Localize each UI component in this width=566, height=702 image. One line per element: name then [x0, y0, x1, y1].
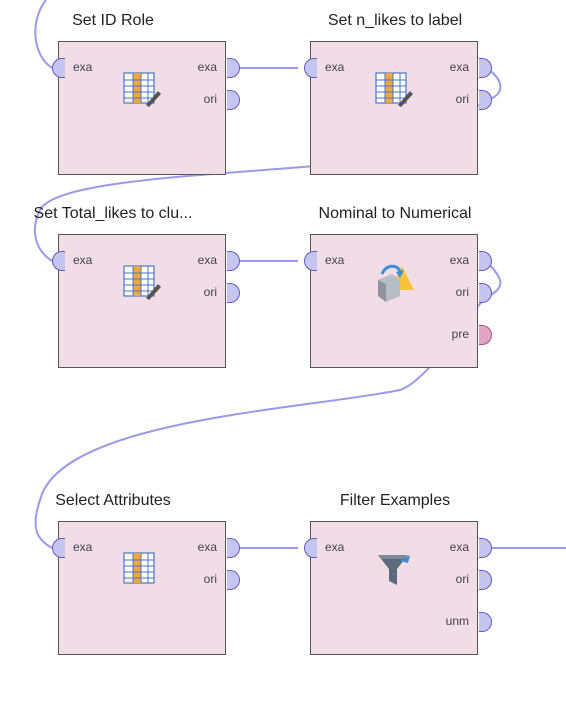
input-port-label: exa	[325, 540, 345, 554]
input-port-label: exa	[325, 253, 345, 267]
output-port[interactable]	[227, 283, 240, 303]
operator-body[interactable]: exa exa ori	[52, 234, 240, 368]
output-port[interactable]	[227, 538, 240, 558]
select-attributes-icon	[123, 552, 155, 584]
operator-select-attributes[interactable]: Select Attributes exa exa ori	[28, 492, 254, 655]
output-port[interactable]	[479, 612, 492, 632]
output-port-label: exa	[449, 60, 469, 74]
input-port-label: exa	[73, 253, 93, 267]
output-port-label: exa	[449, 540, 469, 554]
operator-title: Nominal to Numerical	[318, 205, 472, 222]
output-port[interactable]	[479, 570, 492, 590]
operator-title: Filter Examples	[339, 492, 451, 509]
input-port-label: exa	[325, 60, 345, 74]
operator-body[interactable]: exa exa ori unm	[304, 521, 492, 655]
operator-title: Set n_likes to label	[327, 12, 463, 29]
output-port[interactable]	[479, 90, 492, 110]
output-port[interactable]	[227, 58, 240, 78]
output-port[interactable]	[479, 251, 492, 271]
output-port-label: exa	[449, 253, 469, 267]
output-port[interactable]	[227, 570, 240, 590]
input-port-label: exa	[73, 60, 93, 74]
operator-title: Set ID Role	[72, 12, 154, 29]
output-port-label: ori	[203, 285, 217, 299]
output-port-label: ori	[203, 572, 217, 586]
input-port[interactable]	[304, 58, 317, 78]
input-port[interactable]	[52, 58, 65, 78]
input-port-label: exa	[73, 540, 93, 554]
output-port-label: exa	[197, 253, 217, 267]
input-port[interactable]	[304, 538, 317, 558]
output-port[interactable]	[479, 325, 492, 345]
output-port[interactable]	[227, 251, 240, 271]
output-port-label: unm	[445, 614, 469, 628]
operator-body[interactable]: exa exa ori	[52, 41, 240, 175]
output-port-label: ori	[455, 572, 469, 586]
operator-title: Set Total_likes to clu...	[33, 205, 193, 222]
output-port-label: ori	[455, 285, 469, 299]
set-role-icon	[123, 265, 161, 300]
output-port-label: exa	[197, 60, 217, 74]
output-port-label: ori	[455, 92, 469, 106]
operator-set-id-role[interactable]: Set ID Role exa exa ori	[28, 12, 254, 175]
operator-set-n-likes-to-label[interactable]: Set n_likes to label exa exa ori	[282, 12, 508, 175]
operator-body[interactable]: exa exa ori	[304, 41, 492, 175]
output-port[interactable]	[479, 283, 492, 303]
input-port[interactable]	[52, 538, 65, 558]
operator-body[interactable]: exa exa ori pre	[304, 234, 492, 368]
output-port[interactable]	[479, 58, 492, 78]
operator-title: Select Attributes	[55, 492, 171, 509]
input-port[interactable]	[52, 251, 65, 271]
nominal-to-numerical-icon	[378, 264, 414, 302]
operator-body[interactable]: exa exa ori	[52, 521, 240, 655]
output-port-label: exa	[197, 540, 217, 554]
operator-set-total-likes-to-cluster[interactable]: Set Total_likes to clu... exa exa ori	[28, 205, 254, 368]
output-port-label: pre	[451, 327, 469, 341]
input-port[interactable]	[304, 251, 317, 271]
operator-nominal-to-numerical[interactable]: Nominal to Numerical exa exa ori pre	[282, 205, 508, 368]
set-role-icon	[375, 72, 413, 107]
operator-filter-examples[interactable]: Filter Examples exa exa ori unm	[282, 492, 508, 655]
filter-icon	[378, 555, 410, 585]
output-port-label: ori	[203, 92, 217, 106]
output-port[interactable]	[479, 538, 492, 558]
output-port[interactable]	[227, 90, 240, 110]
set-role-icon	[123, 72, 161, 107]
